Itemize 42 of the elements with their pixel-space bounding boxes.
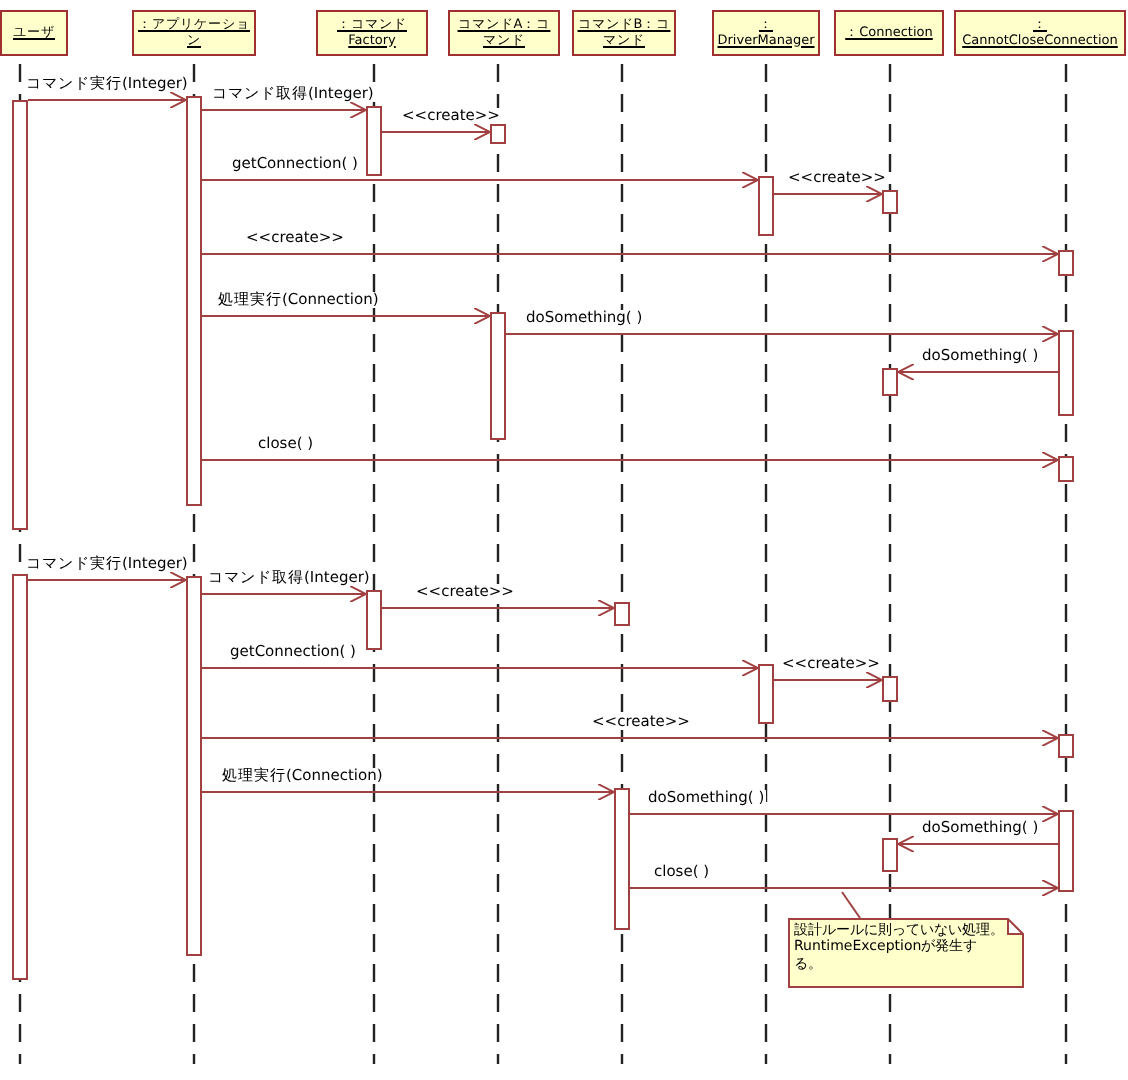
message-arrow [773, 185, 883, 203]
activation-bar [490, 312, 506, 440]
message-arrow [629, 879, 1059, 897]
activation-bar [758, 664, 774, 724]
activation-bar [366, 106, 382, 176]
message-arrow [773, 671, 883, 689]
activation-bar [1058, 250, 1074, 276]
message-arrow [201, 101, 367, 119]
message-arrow [27, 91, 187, 109]
message-arrow [27, 571, 187, 589]
activation-bar [490, 124, 506, 144]
activation-bar [758, 176, 774, 236]
message-arrow [629, 805, 1059, 823]
message-arrow [201, 585, 367, 603]
message-arrow [201, 451, 1059, 469]
activation-bar [186, 576, 202, 956]
message-arrow [381, 599, 615, 617]
activation-bar [882, 838, 898, 872]
activation-bar [12, 100, 28, 530]
leader-line [841, 891, 861, 919]
message-arrow [201, 245, 1059, 263]
activation-bar [882, 676, 898, 702]
activation-bar [12, 574, 28, 980]
activation-bar [882, 190, 898, 214]
activation-bar [1058, 330, 1074, 416]
message-arrow [897, 835, 1059, 853]
activation-bar [1058, 810, 1074, 892]
message-arrow [201, 729, 1059, 747]
activation-bar [882, 368, 898, 396]
activation-bar [1058, 734, 1074, 758]
message-arrow [505, 325, 1059, 343]
activation-bar [614, 602, 630, 626]
activation-bar [1058, 456, 1074, 482]
message-arrow [201, 783, 615, 801]
activation-bar [366, 590, 382, 650]
message-arrow [201, 659, 759, 677]
message-arrow [897, 363, 1059, 381]
message-arrow [201, 307, 491, 325]
activation-bar [614, 788, 630, 930]
activation-bar [186, 96, 202, 506]
message-arrow [381, 123, 491, 141]
message-arrow [201, 171, 759, 189]
